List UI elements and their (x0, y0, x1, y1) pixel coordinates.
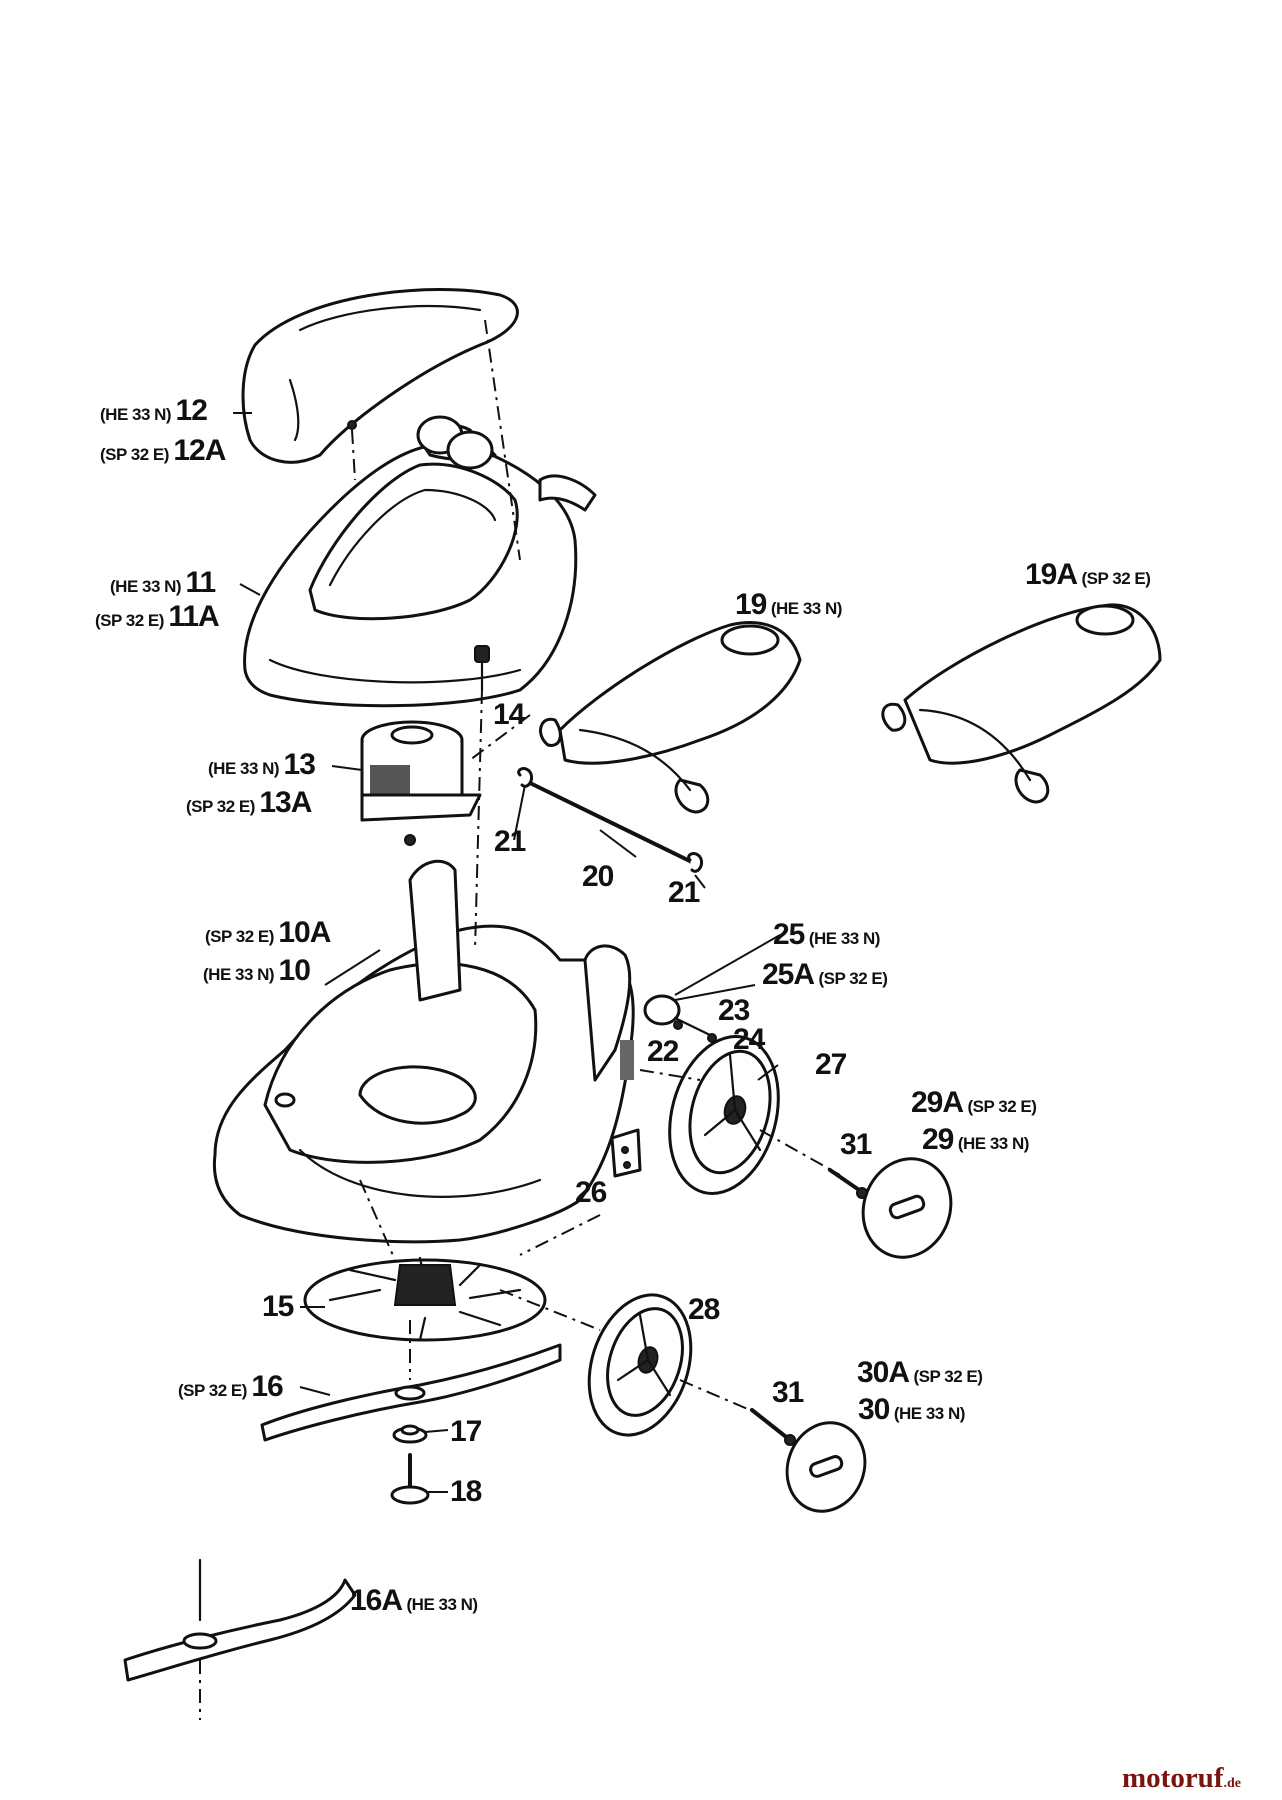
label-11: (HE 33 N) 11 (110, 566, 216, 599)
part-28-front-wheel (587, 1293, 693, 1437)
part-14-screw (474, 645, 490, 692)
part-31-screw (750, 1168, 868, 1446)
part-26-bracket (610, 1128, 642, 1178)
label-31-upper: 31 (840, 1128, 872, 1161)
part-17-washer (392, 1424, 428, 1444)
label-10a: (SP 32 E) 10A (205, 916, 331, 949)
part-27-rear-wheel (668, 1035, 780, 1195)
label-27: 27 (815, 1048, 847, 1081)
part-30-hubcap (785, 1421, 867, 1513)
label-31-lower: 31 (772, 1376, 804, 1409)
label-23: 23 (718, 994, 750, 1027)
leader-lines (233, 412, 781, 1493)
label-11a: (SP 32 E) 11A (95, 600, 220, 633)
part-12-hood-cover (241, 287, 519, 464)
label-25: 25 (HE 33 N) (773, 918, 880, 951)
part-10-housing (212, 859, 635, 1244)
assembly-lines (199, 319, 841, 1720)
label-21-lower: 21 (668, 876, 700, 909)
label-24: 24 (733, 1023, 765, 1056)
label-26: 26 (575, 1176, 607, 1209)
label-19: 19 (HE 33 N) (735, 588, 842, 621)
label-19a: 19A (SP 32 E) (1025, 558, 1151, 591)
label-17: 17 (450, 1415, 482, 1448)
label-29a: 29A (SP 32 E) (911, 1086, 1037, 1119)
label-15: 15 (262, 1290, 294, 1323)
label-13: (HE 33 N) 13 (208, 748, 316, 781)
part-22-24-fasteners (673, 1016, 717, 1043)
label-22: 22 (647, 1035, 679, 1068)
label-29: 29 (HE 33 N) (922, 1123, 1029, 1156)
part-18-bolt (390, 1453, 430, 1505)
part-20-axle (517, 767, 704, 873)
label-12a: (SP 32 E) 12A (100, 434, 226, 467)
part-15-fan (303, 1256, 547, 1342)
label-10: (HE 33 N) 10 (203, 954, 311, 987)
label-30: 30 (HE 33 N) (858, 1393, 965, 1426)
label-16a: 16A (HE 33 N) (350, 1584, 478, 1617)
label-28: 28 (688, 1293, 720, 1326)
label-12: (HE 33 N) 12 (100, 394, 208, 427)
label-20: 20 (582, 860, 614, 893)
label-30a: 30A (SP 32 E) (857, 1356, 983, 1389)
label-21-upper: 21 (494, 825, 526, 858)
part-19a-lid (881, 603, 1162, 804)
label-14: 14 (493, 698, 525, 731)
label-25a: 25A (SP 32 E) (762, 958, 888, 991)
label-18: 18 (450, 1475, 482, 1508)
label-16: (SP 32 E) 16 (178, 1370, 284, 1403)
part-16-blade (260, 1343, 562, 1442)
part-11-hood-body (243, 415, 597, 708)
part-29-hubcap (861, 1157, 953, 1259)
brand-watermark: motoruf.de (1122, 1762, 1241, 1794)
part-16a-blade (123, 1558, 357, 1682)
part-19-lid (539, 621, 802, 814)
label-13a: (SP 32 E) 13A (186, 786, 312, 819)
part-25-cap (643, 994, 681, 1026)
part-13-motor (360, 720, 482, 846)
